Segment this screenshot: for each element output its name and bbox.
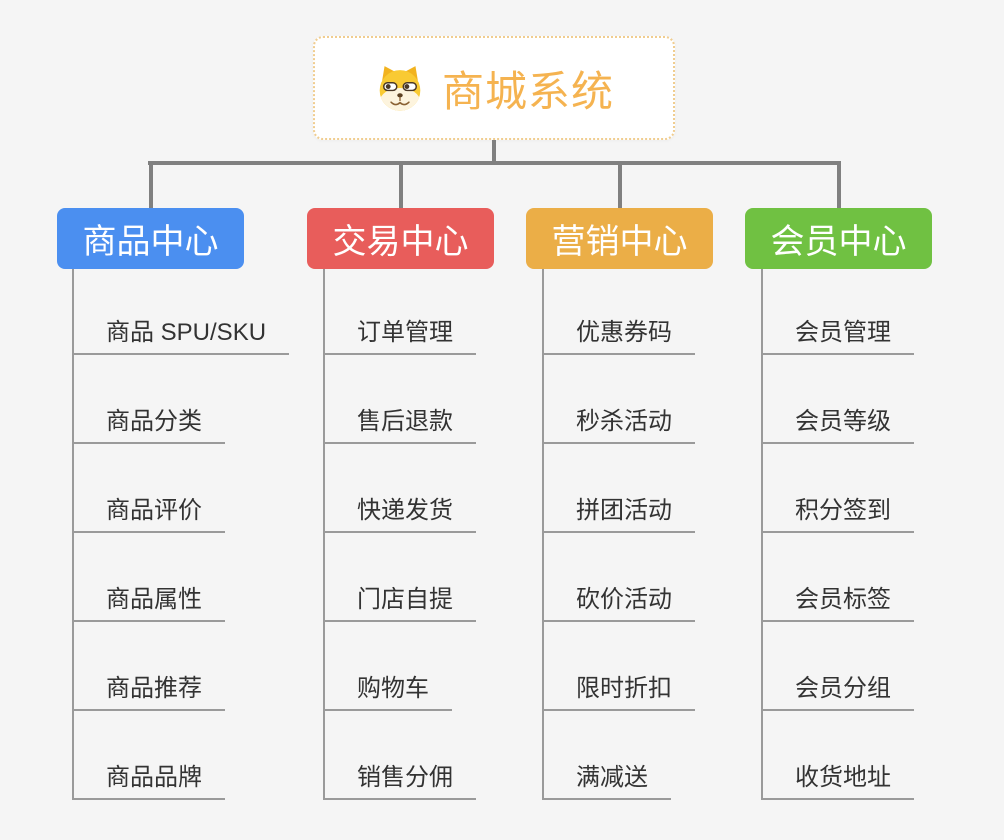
- leaf-label: 拼团活动: [576, 496, 672, 524]
- leaf-node[interactable]: 门店自提: [323, 584, 476, 622]
- leaf-label: 商品品牌: [106, 763, 202, 791]
- leaf-label: 快递发货: [357, 496, 453, 524]
- leaf-label: 收货地址: [795, 763, 891, 791]
- leaf-node[interactable]: 商品推荐: [72, 673, 225, 711]
- leaf-label: 会员等级: [795, 407, 891, 435]
- branch-node[interactable]: 交易中心: [307, 208, 494, 269]
- leaf-node[interactable]: 满减送: [542, 762, 671, 800]
- connector-bus: [148, 161, 840, 165]
- branch-node[interactable]: 会员中心: [745, 208, 932, 269]
- leaf-node[interactable]: 订单管理: [323, 317, 476, 355]
- connector-branch-drop: [617, 161, 622, 208]
- leaf-label: 商品 SPU/SKU: [106, 318, 267, 346]
- leaf-label: 商品属性: [106, 585, 202, 613]
- leaf-node[interactable]: 商品 SPU/SKU: [72, 317, 290, 355]
- leaf-label: 秒杀活动: [576, 407, 672, 435]
- leaf-node[interactable]: 会员管理: [761, 317, 914, 355]
- leaf-node[interactable]: 积分签到: [761, 495, 914, 533]
- leaf-label: 优惠券码: [576, 318, 672, 346]
- branch-node[interactable]: 商品中心: [57, 208, 244, 269]
- leaf-node[interactable]: 售后退款: [323, 406, 476, 444]
- leaf-label: 积分签到: [795, 496, 891, 524]
- leaf-node[interactable]: 商品属性: [72, 584, 225, 622]
- leaf-node[interactable]: 商品分类: [72, 406, 225, 444]
- leaf-node[interactable]: 商品评价: [72, 495, 225, 533]
- leaf-node[interactable]: 商品品牌: [72, 762, 225, 800]
- leaf-node[interactable]: 会员标签: [761, 584, 914, 622]
- connector-branch-drop: [398, 161, 403, 208]
- leaf-node[interactable]: 会员等级: [761, 406, 914, 444]
- leaf-node[interactable]: 砍价活动: [542, 584, 695, 622]
- leaf-node[interactable]: 限时折扣: [542, 673, 695, 711]
- branch-column: 订单管理 售后退款 快递发货 门店自提 购物车 销售分佣: [323, 269, 476, 800]
- branch-node[interactable]: 营销中心: [526, 208, 713, 269]
- connector-branch-drop: [836, 161, 841, 208]
- branch-label: 营销中心: [551, 223, 688, 261]
- leaf-label: 门店自提: [357, 585, 453, 613]
- branch-column: 会员管理 会员等级 积分签到 会员标签 会员分组 收货地址: [761, 269, 914, 800]
- leaf-label: 销售分佣: [357, 763, 453, 791]
- branch-label: 交易中心: [332, 223, 469, 261]
- branch-column: 商品 SPU/SKU 商品分类 商品评价 商品属性 商品推荐 商品品牌: [72, 269, 290, 800]
- leaf-node[interactable]: 收货地址: [761, 762, 914, 800]
- leaf-label: 售后退款: [357, 407, 453, 435]
- dog-face-icon: [379, 66, 421, 111]
- root-node[interactable]: 商城系统: [313, 36, 675, 140]
- leaf-label: 满减送: [576, 763, 648, 791]
- branch-column: 优惠券码 秒杀活动 拼团活动 砍价活动 限时折扣 满减送: [542, 269, 695, 800]
- leaf-node[interactable]: 购物车: [323, 673, 452, 711]
- leaf-label: 商品推荐: [106, 674, 202, 702]
- branch-label: 商品中心: [82, 223, 219, 261]
- connector-root-drop: [492, 140, 496, 162]
- leaf-node[interactable]: 拼团活动: [542, 495, 695, 533]
- leaf-label: 商品分类: [106, 407, 202, 435]
- leaf-node[interactable]: 秒杀活动: [542, 406, 695, 444]
- leaf-label: 限时折扣: [576, 674, 672, 702]
- connector-branch-drop: [148, 161, 153, 208]
- leaf-label: 会员分组: [795, 674, 891, 702]
- leaf-label: 砍价活动: [576, 585, 672, 613]
- leaf-node[interactable]: 会员分组: [761, 673, 914, 711]
- leaf-node[interactable]: 销售分佣: [323, 762, 476, 800]
- leaf-label: 会员管理: [795, 318, 891, 346]
- leaf-label: 商品评价: [106, 496, 202, 524]
- leaf-label: 订单管理: [357, 318, 453, 346]
- leaf-node[interactable]: 快递发货: [323, 495, 476, 533]
- leaf-label: 购物车: [357, 674, 429, 702]
- branch-label: 会员中心: [770, 223, 907, 261]
- leaf-node[interactable]: 优惠券码: [542, 317, 695, 355]
- leaf-label: 会员标签: [795, 585, 891, 613]
- root-title: 商城系统: [441, 67, 614, 115]
